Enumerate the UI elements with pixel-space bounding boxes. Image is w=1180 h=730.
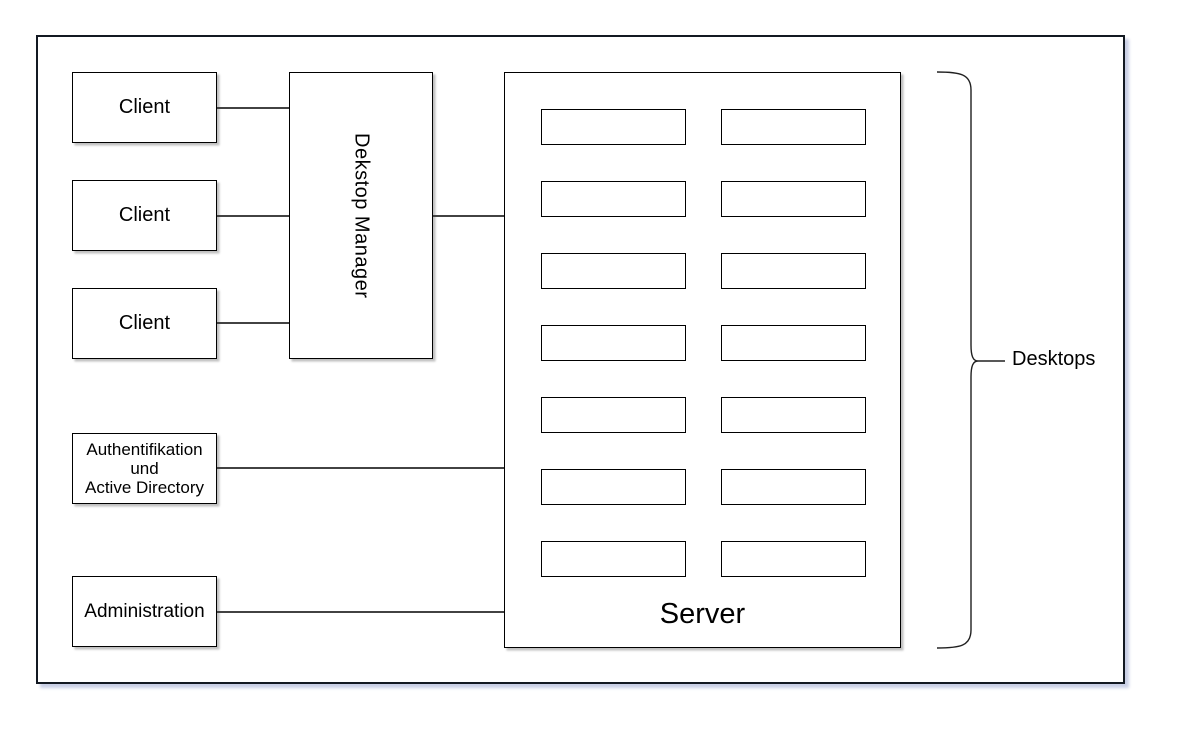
authentication-label-line1: Authentifikation [86,440,203,459]
client-node-3: Client [72,288,217,359]
connector-authentication-server [217,467,504,469]
connector-client2-desktop-manager [217,215,289,217]
server-node: Server [504,72,901,648]
administration-label: Administration [84,600,205,622]
desktop-slot [721,469,866,505]
desktop-slot [721,181,866,217]
authentication-label: Authentifikation und Active Directory [85,440,204,497]
desktop-slot [541,325,686,361]
desktops-brace [936,71,1005,649]
server-label: Server [659,598,746,630]
desktop-slot [541,469,686,505]
desktop-slot [541,253,686,289]
administration-node: Administration [72,576,217,647]
connector-client1-desktop-manager [217,107,289,109]
desktop-slot [721,397,866,433]
connector-client3-desktop-manager [217,322,289,324]
desktop-slot [721,325,866,361]
server-slots [505,73,900,647]
client-node-2-label: Client [118,204,171,226]
desktop-slot [541,109,686,145]
client-node-3-label: Client [118,312,171,334]
authentication-label-line2: und [130,459,159,478]
desktop-slot [541,541,686,577]
desktop-slot [721,541,866,577]
client-node-2: Client [72,180,217,251]
desktops-brace-label: Desktops [1012,348,1096,370]
desktop-slot [721,109,866,145]
connector-administration-server [217,611,504,613]
authentication-label-line3: Active Directory [84,478,205,497]
desktop-slot [541,397,686,433]
authentication-node: Authentifikation und Active Directory [72,433,217,504]
client-node-1-label: Client [118,96,171,118]
desktop-manager-label: Dekstop Manager [350,132,373,299]
desktop-manager-node: Dekstop Manager [289,72,433,359]
connector-desktop-manager-server [433,215,504,217]
client-node-1: Client [72,72,217,143]
desktop-slot [541,181,686,217]
desktop-slot [721,253,866,289]
